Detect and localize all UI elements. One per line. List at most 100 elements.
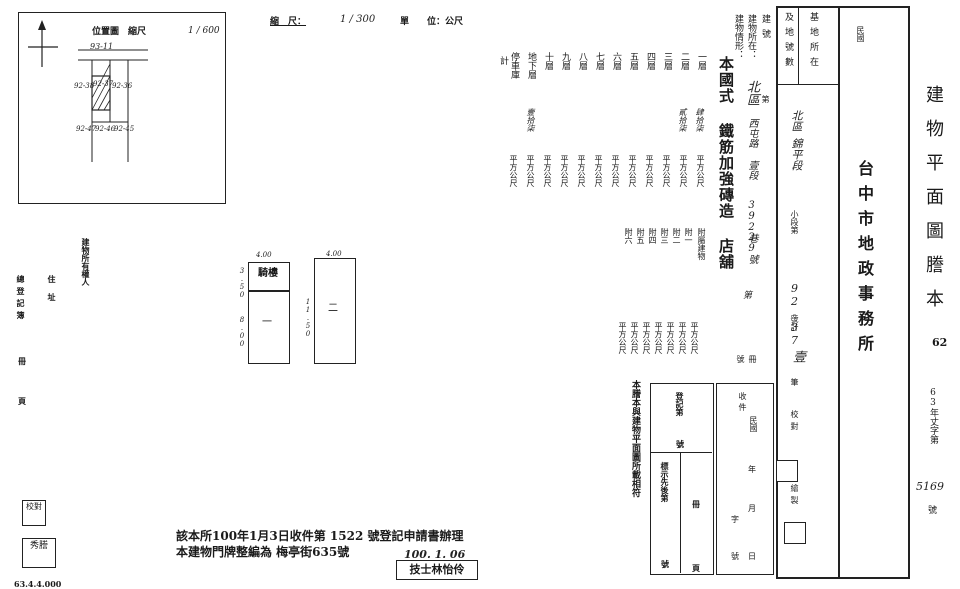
district-value: 北區: [790, 110, 803, 132]
frame-top: [776, 6, 910, 8]
unit-label: 平方公尺: [630, 322, 639, 354]
unit-label: 平方公尺: [679, 155, 688, 187]
location-header-b: 及地號數: [783, 12, 793, 72]
owner-label: 建物所有權人: [81, 238, 91, 286]
office-name: 台中市地政事務所: [855, 160, 874, 360]
doc-number-label: 63年丈字第: [928, 388, 938, 444]
proof-stamp: [776, 460, 798, 482]
building-no: 29號: [746, 232, 757, 264]
plan-room-1: 一: [262, 317, 272, 328]
building-no-mark: 第: [761, 95, 770, 103]
accessory-item: 附二: [672, 228, 681, 244]
technician-stamp: 技士林怡伶: [396, 560, 478, 580]
floor-item: 七層: [594, 52, 604, 70]
unit-label: 平方公尺: [618, 322, 627, 354]
era-label: 民國: [856, 26, 865, 42]
conformity-statement: 本謄本與建物平面圖所載相符: [630, 380, 640, 497]
lot-number: 92-37: [788, 282, 801, 347]
plan-room-2: 二: [328, 303, 338, 314]
received-era: 民國: [749, 416, 758, 432]
unit-label: 平方公尺: [662, 155, 671, 187]
reg-no-label: 登記第: [675, 392, 685, 416]
map-lot: 92-38: [74, 82, 95, 90]
unit-label: 平方公尺: [666, 322, 675, 354]
map-lot: 92-46: [95, 125, 116, 133]
unit-label: 平方公尺: [560, 155, 569, 187]
doc-suffix: 號: [928, 506, 938, 516]
unit-label: 平方公尺: [526, 155, 535, 187]
plan-arcade: [248, 262, 290, 292]
unit-label-header: 單 位：公尺: [400, 17, 464, 27]
map-lot: 92-36: [112, 82, 133, 90]
page-label-mark: 頁: [692, 563, 700, 573]
date-stamp: 100. 1. 06: [404, 548, 466, 561]
unit-label: 平方公尺: [696, 155, 705, 187]
building-no-label: 建號: [760, 14, 770, 44]
sheet-label: 筆: [790, 378, 799, 386]
location-map-sketch: [28, 20, 148, 162]
floor-item: 地下層: [526, 52, 536, 79]
frame-location-divider: [776, 6, 778, 578]
received-day: 日: [748, 552, 756, 561]
accessory-item: 附三: [660, 228, 669, 244]
book-label-mark: 冊: [692, 499, 700, 509]
floor-item: 十層: [543, 52, 553, 70]
map-lot: 92-37: [93, 80, 114, 88]
accessory-item: 附六: [624, 228, 633, 244]
accessory-item: 附四: [648, 228, 657, 244]
mark-order-label: 標示先後第: [660, 462, 670, 502]
plan-dim: 8.00: [238, 316, 246, 348]
location-col-divider: [798, 6, 800, 84]
floor-note: 壹拾柒: [526, 108, 535, 132]
plan-floor1: [248, 290, 290, 364]
floor-total: 計: [498, 56, 508, 65]
plan-dim: 4.00: [256, 251, 272, 259]
floor-item: 一層: [696, 52, 706, 70]
reg-no-suffix: 號: [676, 439, 684, 449]
book-no-mark: 號: [736, 355, 745, 363]
floor-item: 六層: [611, 52, 621, 70]
floor-list: 一層 二層 三層 四層 五層 六層 七層 八層 九層 十層 地下層 停車庫 計: [498, 52, 708, 202]
frame-title-divider: [838, 6, 840, 578]
lot-count: 壹: [790, 350, 805, 363]
side-stamp-check-text: 校對: [26, 502, 42, 511]
plan-floor2: [314, 258, 356, 364]
unit-label: 平方公尺: [577, 155, 586, 187]
location-header-divider: [776, 84, 838, 86]
unit-label: 平方公尺: [543, 155, 552, 187]
side-stamp-copy-text: 秀謄: [29, 541, 48, 551]
page-number: 62: [932, 336, 948, 349]
accessory-units-row: 平方公尺 平方公尺 平方公尺 平方公尺 平方公尺 平方公尺 平方公尺: [618, 322, 708, 367]
accessory-item: 附五: [636, 228, 645, 244]
document-title: 建物平面圖謄本: [923, 85, 944, 323]
map-lot: 93-11: [90, 42, 114, 51]
serial-number: 63.4.4.000: [14, 579, 62, 589]
registry-page: 頁: [18, 396, 26, 406]
unit-label: 平方公尺: [645, 155, 654, 187]
building-structure: 本國式 鐵筋加強磚造 店舖: [717, 56, 735, 270]
mark-suffix: 號: [661, 559, 669, 569]
annotation-line-1: 該本所100年1月3日收件第 1522 號登記申請書辦理: [176, 529, 464, 543]
unit-label: 平方公尺: [678, 322, 687, 354]
received-year: 年: [748, 465, 756, 474]
registry-book: 冊: [18, 356, 26, 366]
location-map-label: 位置圖 縮尺: [92, 27, 147, 37]
registration-box-col: [680, 452, 682, 573]
book-mark: 冊: [748, 355, 757, 363]
map-lot: 92-47: [76, 125, 97, 133]
plan-dim: 3.50: [238, 267, 246, 299]
subsection-label: 小段第: [790, 210, 799, 234]
frame-right-border: [908, 6, 910, 578]
north-arrow-head: [38, 20, 46, 30]
draw-stamp: [784, 522, 806, 544]
scale-value: 1 / 300: [340, 14, 376, 25]
location-map: [18, 12, 226, 204]
annotation-line-2: 本建物門牌整編為 梅亭街635號: [176, 545, 350, 559]
received-word: 字: [731, 515, 739, 524]
floor-item: 九層: [560, 52, 570, 70]
location-header-a: 基地所在: [808, 12, 818, 72]
unit-label: 平方公尺: [509, 155, 518, 187]
floor-units-row: 平方公尺 平方公尺 平方公尺 平方公尺 平方公尺 平方公尺 平方公尺 平方公尺 …: [508, 155, 708, 200]
building-district: 北區: [744, 80, 759, 106]
building-road: 西屯路: [746, 118, 757, 148]
